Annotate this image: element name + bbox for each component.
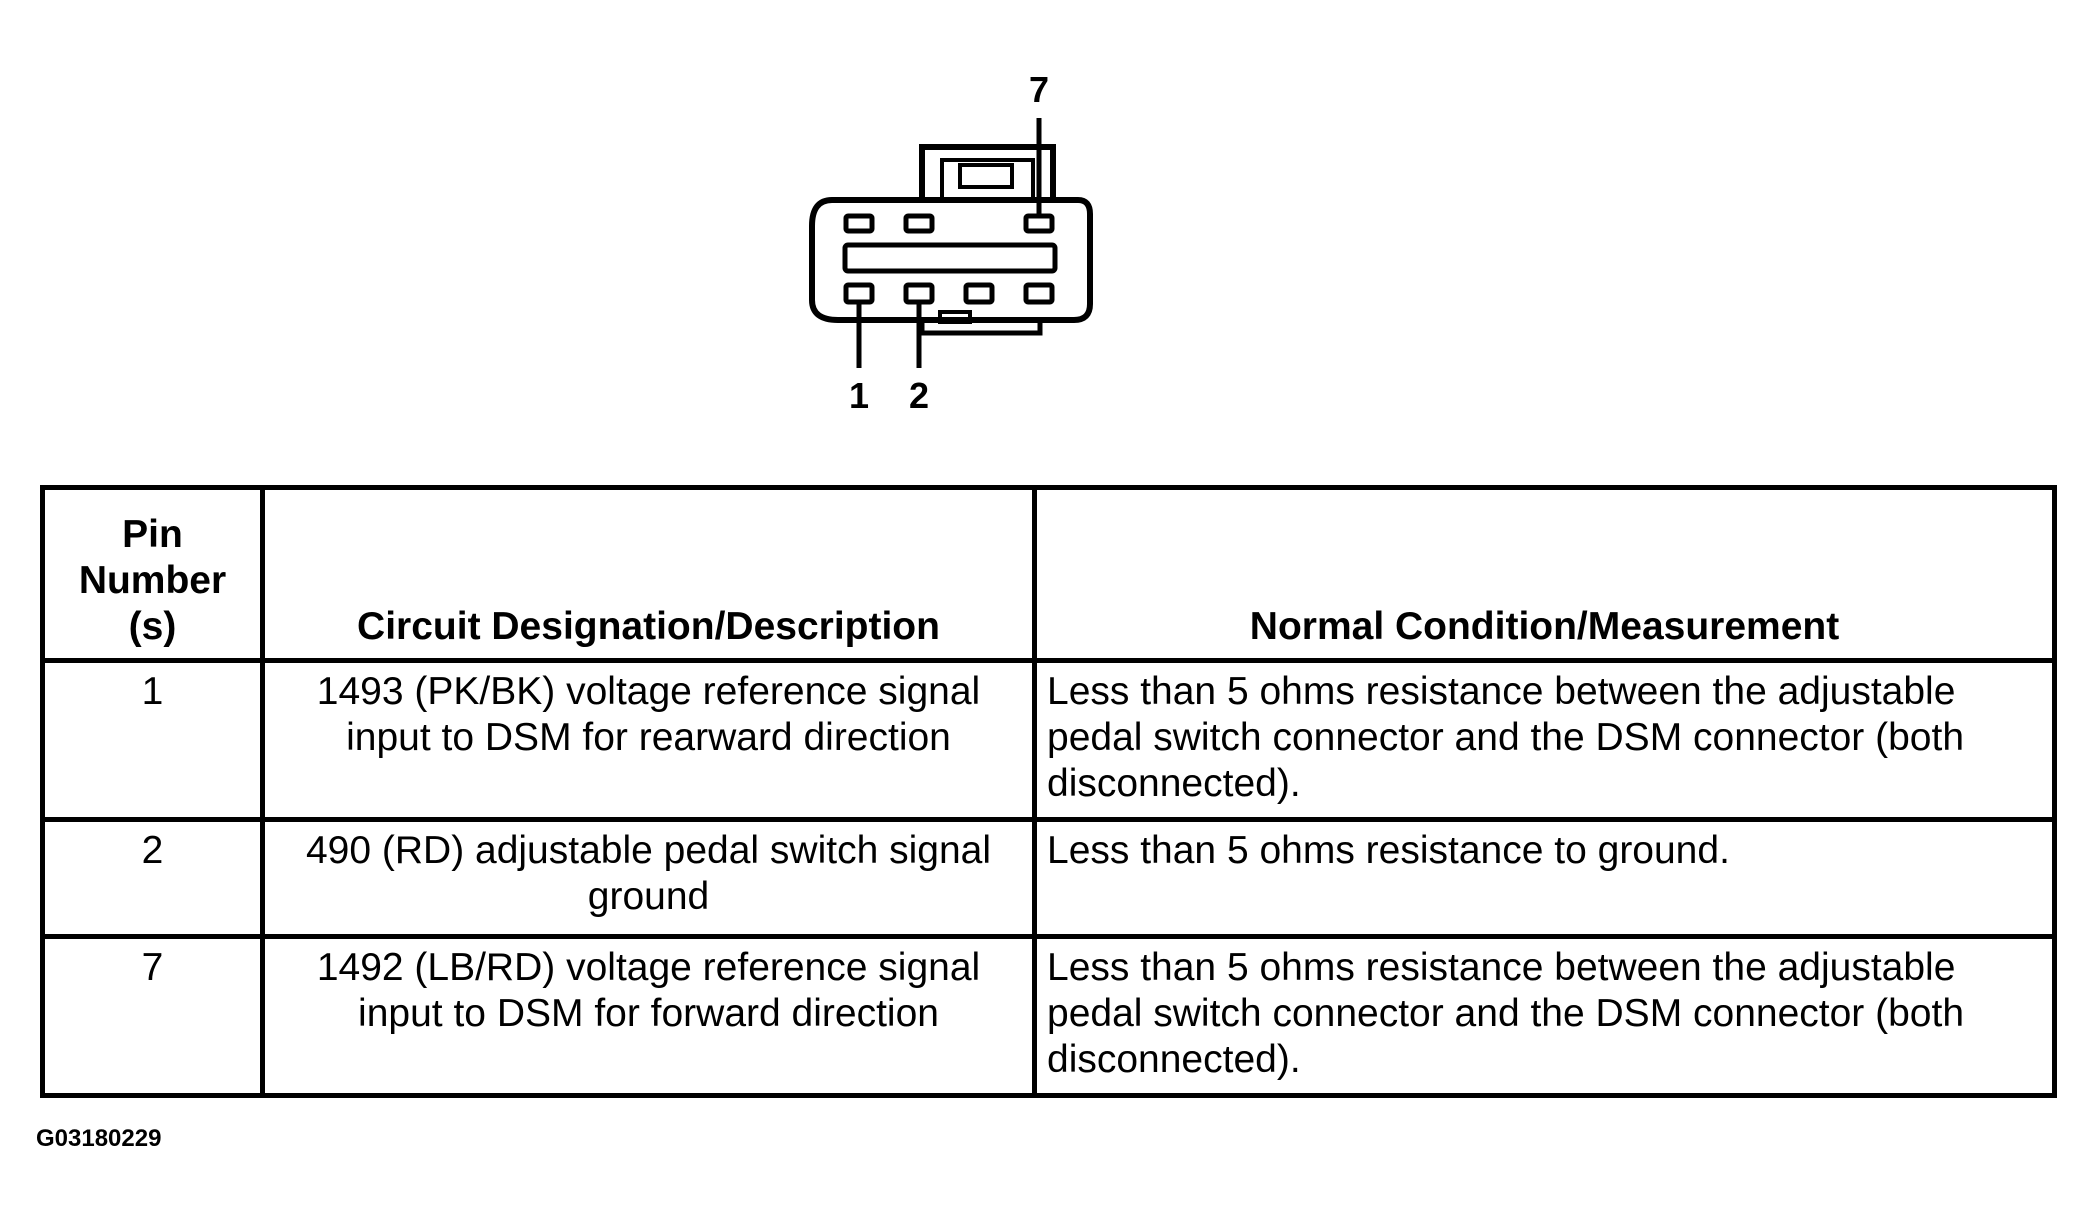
cavity-top-2 [903, 213, 935, 234]
cell-pin: 1 [40, 658, 265, 822]
cavity-pin-2 [903, 282, 935, 305]
cavity-bottom-3 [963, 282, 995, 305]
cavity-top-1 [843, 213, 875, 234]
figure-code: G03180229 [36, 1125, 162, 1152]
connector-latch [919, 144, 1056, 202]
connector-diagram: 7 1 2 [809, 69, 1093, 416]
cell-measurement: Less than 5 ohms resistance between the … [1032, 934, 2057, 1098]
cell-pin: 7 [40, 934, 265, 1098]
header-measurement: Normal Condition/Measurement [1032, 485, 2057, 663]
cell-circuit: 490 (RD) adjustable pedal switch signal … [260, 817, 1037, 939]
table-row: 7 1492 (LB/RD) voltage reference signal … [40, 934, 2057, 1098]
cell-measurement: Less than 5 ohms resistance to ground. [1032, 817, 2057, 939]
cell-circuit: 1492 (LB/RD) voltage reference signal in… [260, 934, 1037, 1098]
header-circuit: Circuit Designation/Description [260, 485, 1037, 663]
connector-key-slot [919, 310, 1043, 336]
cell-circuit: 1493 (PK/BK) voltage reference signal in… [260, 658, 1037, 822]
header-pin-number: Pin Number (s) [40, 485, 265, 663]
pin-label-7: 7 [1029, 69, 1049, 110]
connector-center-bar [842, 242, 1058, 274]
cell-pin: 2 [40, 817, 265, 939]
bottom-row-cavities [843, 282, 1055, 305]
table-header-row: Pin Number (s) Circuit Designation/Descr… [40, 485, 2057, 663]
pin-label-1: 1 [849, 375, 869, 416]
pin-leader-lines [856, 118, 1042, 368]
pin-label-2: 2 [909, 375, 929, 416]
table-row: 1 1493 (PK/BK) voltage reference signal … [40, 658, 2057, 822]
table-row: 2 490 (RD) adjustable pedal switch signa… [40, 817, 2057, 939]
pin-table: Pin Number (s) Circuit Designation/Descr… [40, 485, 2057, 1098]
cavity-pin-7 [1023, 213, 1055, 234]
cavity-bottom-4 [1023, 282, 1055, 305]
cell-measurement: Less than 5 ohms resistance between the … [1032, 658, 2057, 822]
cavity-pin-1 [843, 282, 875, 305]
